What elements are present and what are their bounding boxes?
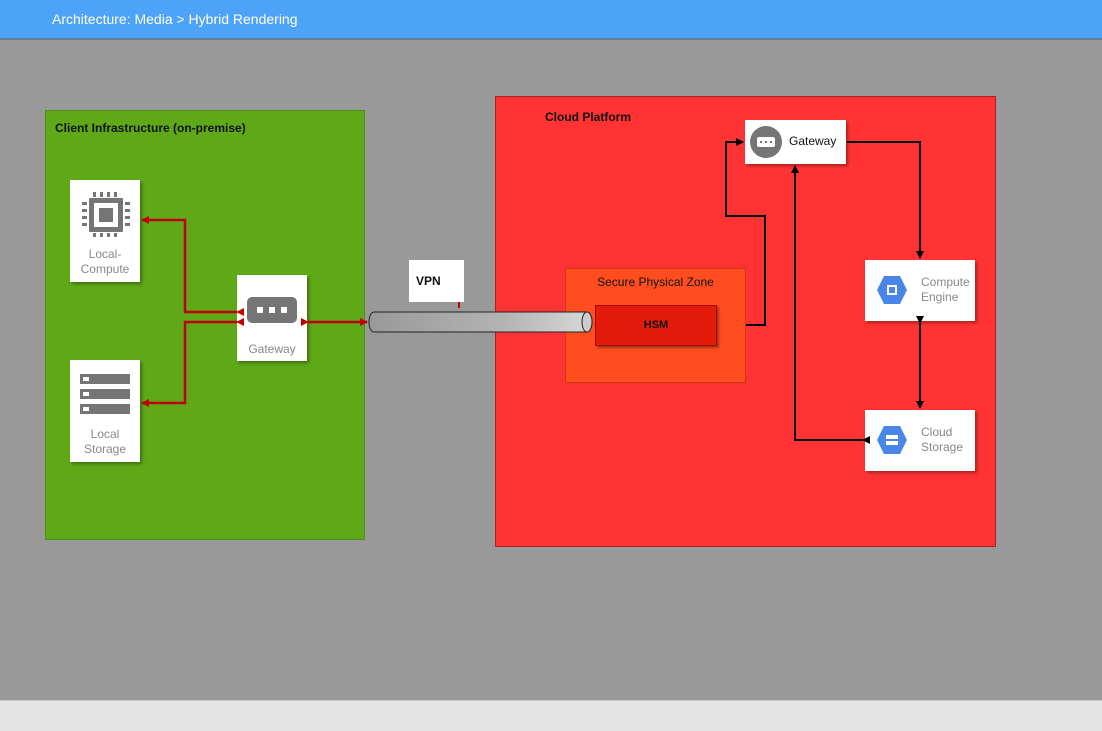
chip-icon bbox=[82, 192, 130, 237]
link-local-compute-gateway bbox=[141, 216, 244, 316]
local-compute-label-text: Local- Compute bbox=[80, 247, 130, 276]
storage-stack-icon bbox=[80, 374, 130, 414]
link-secure-zone-cloud-gateway bbox=[725, 138, 766, 326]
cloud-gateway-node[interactable]: Gateway bbox=[745, 120, 846, 164]
link-local-storage-gateway bbox=[141, 318, 244, 407]
client-zone-title: Client Infrastructure (on-premise) bbox=[55, 121, 246, 135]
cloud-zone-title: Cloud Platform bbox=[545, 110, 631, 124]
secure-zone-title: Secure Physical Zone bbox=[597, 275, 714, 289]
compute-engine-node[interactable]: Compute Engine bbox=[865, 260, 975, 321]
vpn-label-box bbox=[409, 260, 464, 302]
cloud-storage-label: Cloud Storage bbox=[921, 425, 964, 454]
link-cloud-storage-cloud-gateway bbox=[791, 165, 870, 444]
compute-engine-label: Compute Engine bbox=[921, 275, 970, 304]
header-bar bbox=[0, 0, 1102, 40]
hsm-box[interactable]: HSM bbox=[595, 305, 717, 346]
local-compute-node[interactable]: Local- Compute bbox=[70, 180, 140, 282]
local-compute-label: Local- Compute bbox=[70, 247, 140, 277]
link-cloud-gateway-compute-engine bbox=[847, 141, 924, 259]
cloud-gateway-label: Gateway bbox=[789, 134, 837, 148]
footer-bar bbox=[0, 700, 1102, 731]
client-gateway-node[interactable]: Gateway bbox=[237, 275, 307, 361]
local-storage-label-text: Local Storage bbox=[83, 427, 127, 456]
page-title: Architecture: Media > Hybrid Rendering bbox=[52, 11, 298, 27]
local-storage-node[interactable]: Local Storage bbox=[70, 360, 140, 462]
vpn-tunnel[interactable] bbox=[368, 311, 593, 333]
compute-engine-icon bbox=[877, 276, 907, 304]
client-gateway-label: Gateway bbox=[248, 342, 296, 356]
cloud-storage-icon bbox=[877, 426, 907, 454]
gateway-icon bbox=[247, 297, 297, 323]
local-storage-label: Local Storage bbox=[70, 427, 140, 457]
cloud-storage-node[interactable]: Cloud Storage bbox=[865, 410, 975, 471]
vpn-label: VPN bbox=[416, 274, 441, 288]
gateway-icon bbox=[750, 126, 782, 158]
